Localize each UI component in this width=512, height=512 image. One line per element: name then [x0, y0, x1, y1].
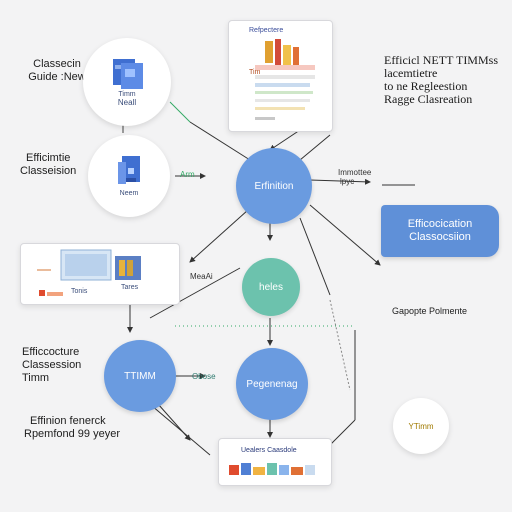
top-card-tag: Tim — [249, 69, 261, 76]
left-card-label-1: Tonis — [71, 288, 88, 295]
node-erfinition: Erfinition — [236, 148, 312, 224]
node-ttimm: TTIMM — [104, 340, 176, 412]
node-timm-neall: Timm Neall — [83, 38, 171, 126]
left-card-label-2: Tares — [121, 284, 139, 291]
mini-chart-icon — [255, 39, 315, 120]
left-card: Tonis Tares — [20, 243, 180, 305]
node-label: Timm — [118, 91, 136, 98]
bottom-card-title: Uealers Caasdole — [241, 447, 297, 454]
color-blocks-icon — [229, 463, 315, 475]
node-label: Neall — [117, 98, 137, 107]
node-pegenenag: Pegenenag — [236, 348, 308, 420]
bottom-card: Uealers Caasdole — [218, 438, 332, 486]
node-neem: Neem — [88, 135, 170, 217]
top-card: Refpectere Tim — [228, 20, 333, 132]
top-card-title: Refpectere — [249, 27, 284, 34]
node-ytimm: YTimm — [393, 398, 449, 454]
arm-label: Arm — [180, 170, 195, 179]
grid-app-icon — [118, 155, 140, 184]
right-title: Efficicl NETT TIMMss lacemtietre to ne R… — [384, 53, 498, 106]
mean-label: MeaAi — [190, 272, 213, 281]
window-screens-icon — [37, 249, 141, 296]
node-heles: heles — [242, 258, 300, 316]
obose-label: Obose — [192, 372, 216, 381]
gapote-label: Gapopte Polmente — [392, 306, 468, 316]
app-windows-icon — [113, 59, 143, 89]
node-label: Neem — [119, 189, 139, 197]
